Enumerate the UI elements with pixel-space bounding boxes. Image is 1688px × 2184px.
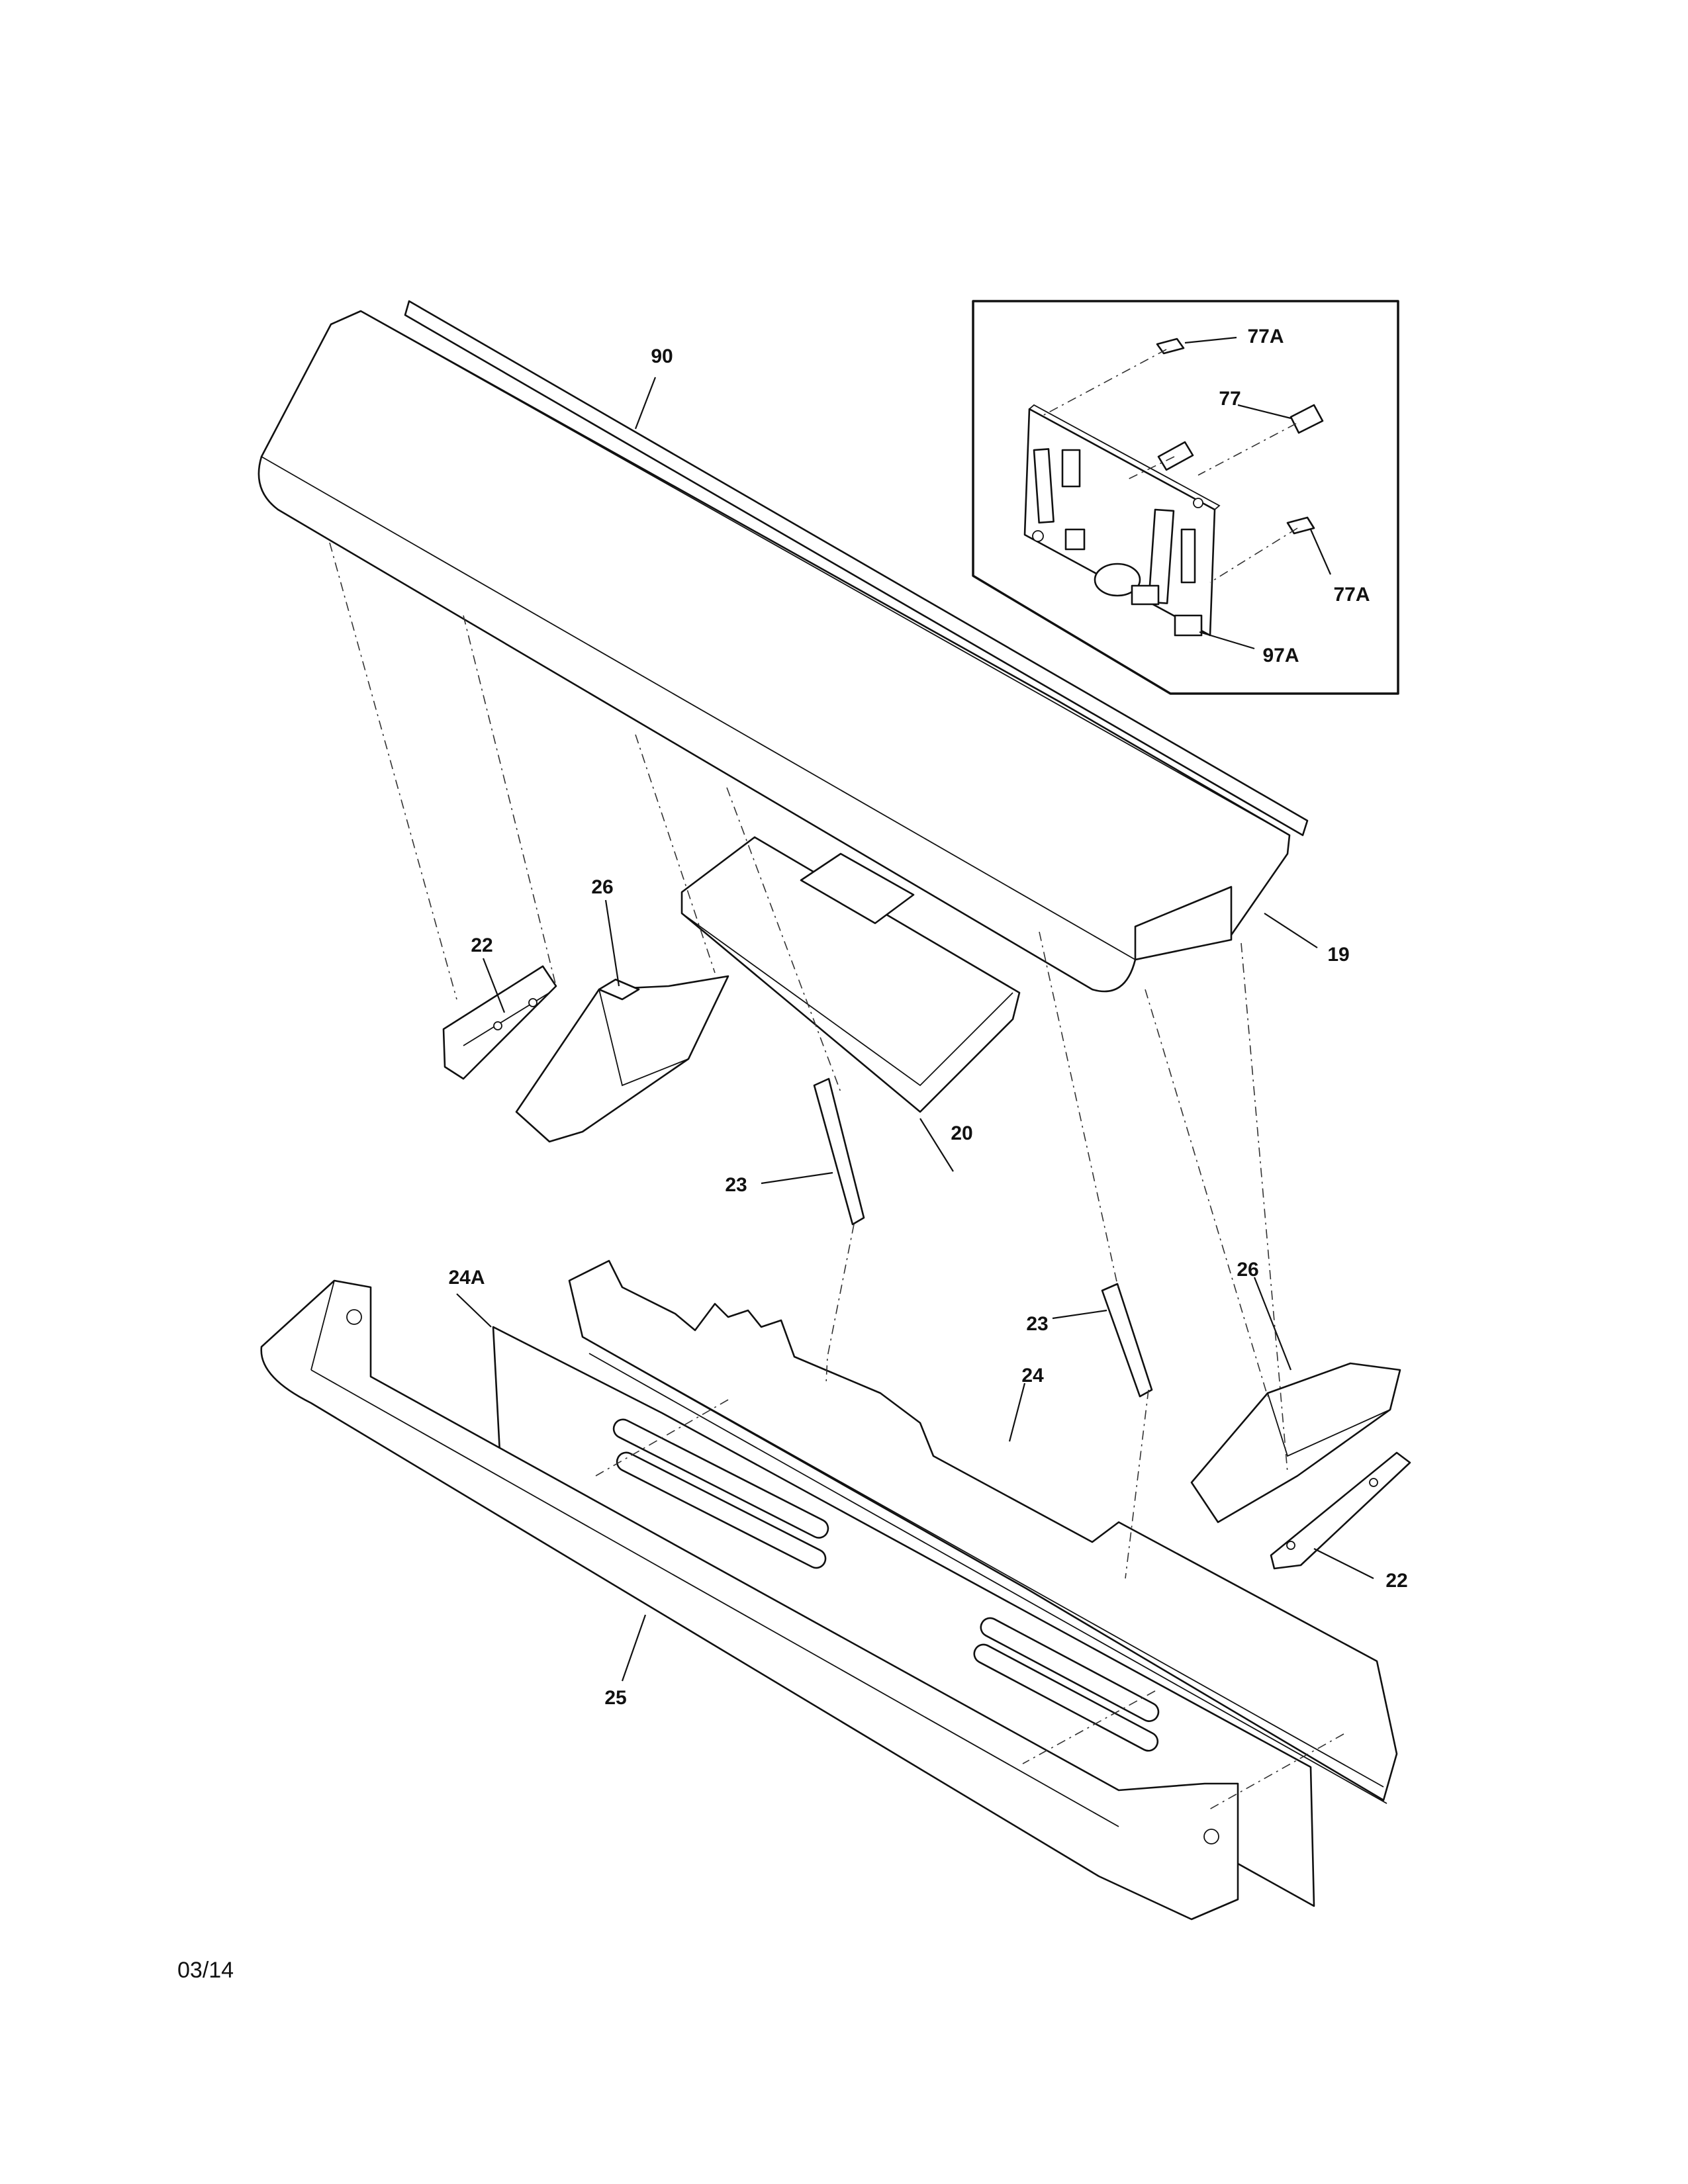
projection-lines (329, 542, 1344, 1811)
part-24-support-panel (568, 1259, 1398, 1804)
label-19: 19 (1327, 944, 1349, 966)
label-26-right: 26 (1237, 1259, 1258, 1281)
part-26-right-bracket (1190, 1277, 1401, 1524)
part-22-left-bracket (442, 958, 557, 1080)
fuse-77a-top (1156, 338, 1185, 355)
part-23-upper-bracket (761, 1077, 865, 1226)
fuse-77 (1157, 441, 1194, 471)
label-20: 20 (951, 1122, 972, 1144)
label-24: 24 (1021, 1365, 1044, 1387)
label-26-left: 26 (591, 876, 613, 898)
label-22-left: 22 (471, 934, 492, 956)
fuse-77-cap (1289, 404, 1324, 434)
fuse-77a-bottom (1286, 516, 1315, 535)
date-code: 03/14 (177, 1958, 234, 1983)
part-90-trim-strip (404, 300, 1309, 837)
inset-detail (972, 300, 1399, 695)
label-24a: 24A (448, 1267, 485, 1289)
part-23-lower-bracket (1052, 1283, 1153, 1398)
part-24a-inner-panel (456, 1293, 1315, 1907)
inset-frame (972, 300, 1399, 695)
part-26-left-bracket (515, 899, 729, 1143)
label-22-right: 22 (1385, 1570, 1407, 1592)
label-23-upper: 23 (725, 1174, 747, 1196)
label-97a: 97A (1262, 645, 1299, 666)
part-22-right-bracket (1270, 1451, 1411, 1579)
callout-labels: 90 19 20 22 22 23 23 24 24A 25 26 26 77 … (448, 326, 1407, 1709)
part-19-console (258, 310, 1318, 993)
label-77a-top: 77A (1247, 326, 1284, 347)
label-77a-bottom: 77A (1333, 584, 1370, 606)
label-25: 25 (604, 1687, 626, 1709)
part-20-control-module (680, 836, 1021, 1172)
label-23-lower: 23 (1026, 1313, 1048, 1335)
label-77: 77 (1219, 388, 1241, 410)
label-90: 90 (651, 345, 673, 367)
part-25-trim-tray (260, 1279, 1239, 1921)
